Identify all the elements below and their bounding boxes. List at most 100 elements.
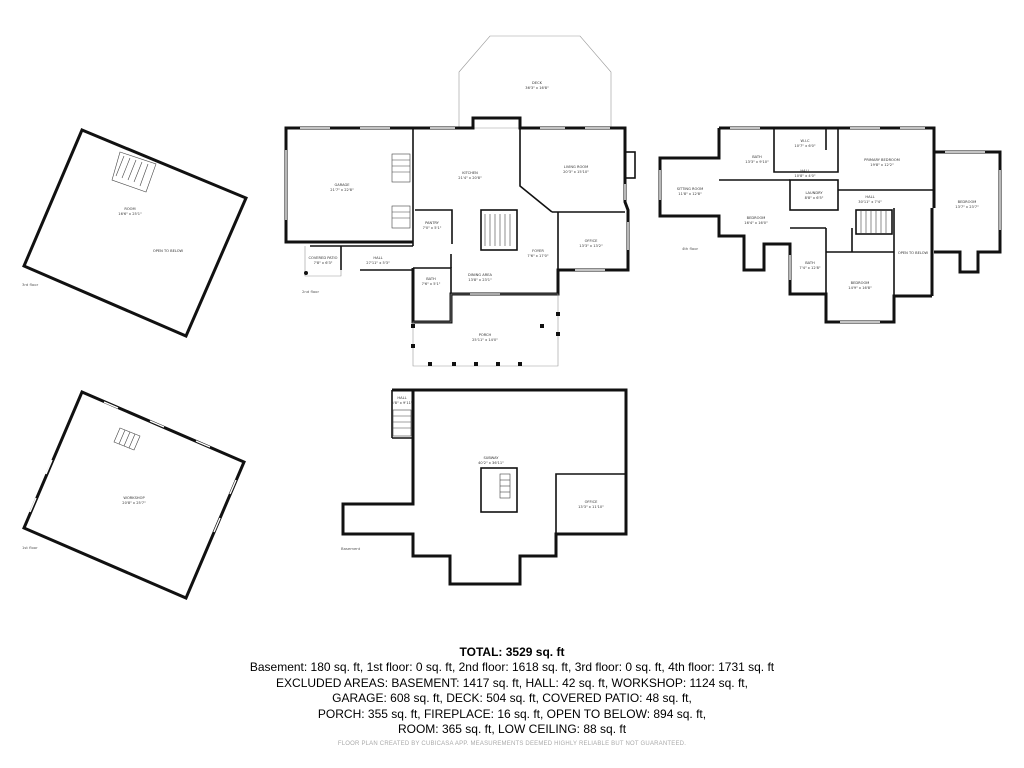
disclaimer-footer: FLOOR PLAN CREATED BY CUBICASA APP. MEAS… (337, 740, 687, 747)
floor-plan-diagram: ROOM 16'6" x 25'1" OPEN TO BELOW 3rd flo… (22, 35, 1002, 600)
third-floor-plan: ROOM 16'6" x 25'1" OPEN TO BELOW 3rd flo… (22, 128, 248, 338)
area-summary: TOTAL: 3529 sq. ft Basement: 180 sq. ft,… (0, 644, 1024, 747)
svg-text:13'8" x 23'1": 13'8" x 23'1" (468, 278, 492, 282)
svg-text:PANTRY: PANTRY (425, 221, 440, 225)
svg-text:10'7" x 6'0": 10'7" x 6'0" (794, 144, 815, 148)
svg-text:OFFICE: OFFICE (585, 239, 599, 243)
svg-text:21'7" x 22'8": 21'7" x 22'8" (330, 188, 354, 192)
svg-text:13'3" x 11'10": 13'3" x 11'10" (578, 505, 604, 509)
svg-text:16'4" x 16'0": 16'4" x 16'0" (744, 221, 768, 225)
room-label-porch: PORCH 25'11" x 14'0" (472, 333, 498, 342)
room-label-foyer: FOYER 7'6" x 17'0" (527, 249, 548, 258)
room-label-dining-area: DINING AREA 13'8" x 23'1" (468, 273, 492, 282)
room-label-laundry: LAUNDRY 8'8" x 6'5" (805, 191, 824, 200)
second-floor-plan: DECK 36'3" x 16'8" (284, 35, 636, 367)
svg-text:3'8" x 9'11": 3'8" x 9'11" (391, 401, 412, 405)
svg-text:DINING AREA: DINING AREA (468, 273, 492, 277)
svg-text:KITCHEN: KITCHEN (462, 171, 478, 175)
workshop-stairs (113, 427, 141, 451)
room-label-bath-2nd: BATH 7'6" x 5'1" (422, 277, 441, 286)
svg-text:13'3" x 9'10": 13'3" x 9'10" (745, 160, 769, 164)
room-label-covered-patio: COVERED PATIO 7'8" x 6'3" (309, 256, 338, 265)
svg-text:HALL: HALL (800, 169, 809, 173)
svg-text:16'6" x 25'1": 16'6" x 25'1" (118, 212, 142, 216)
svg-text:20'8" x 25'7": 20'8" x 25'7" (122, 501, 146, 505)
floor-label-4th: 4th floor (682, 246, 699, 251)
floor-label-1st: 1st floor (22, 545, 38, 550)
third-floor-stairs (111, 151, 157, 193)
room-label-living-room: LIVING ROOM 20'3" x 15'10" (563, 165, 589, 174)
svg-text:7'8" x 6'3": 7'8" x 6'3" (314, 261, 333, 265)
svg-text:HALL: HALL (397, 396, 406, 400)
summary-line-excluded-3: PORCH: 355 sq. ft, FIREPLACE: 16 sq. ft,… (317, 706, 707, 721)
fourth-floor-plan: BATH 13'3" x 9'10" W.I.C 10'7" x 6'0" HA… (658, 126, 1002, 324)
room-label-hall-2nd: HALL 27'11" x 5'3" (366, 256, 390, 265)
first-floor-plan: WORKSHOP 20'8" x 25'7" 1st floor (22, 390, 246, 600)
svg-text:13'3" x 13'2": 13'3" x 13'2" (579, 244, 603, 248)
svg-text:W.I.C: W.I.C (801, 139, 810, 143)
svg-text:BATH: BATH (805, 261, 815, 265)
svg-text:BATH: BATH (752, 155, 762, 159)
svg-text:BEDROOM: BEDROOM (851, 281, 870, 285)
room-label-kitchen: KITCHEN 21'4" x 20'8" (458, 171, 482, 180)
svg-text:LIVING ROOM: LIVING ROOM (564, 165, 588, 169)
room-label-hall-basement: HALL 3'8" x 9'11" (391, 396, 412, 405)
room-label-open-to-below-4th: OPEN TO BELOW (898, 251, 929, 255)
room-label-office-2nd: OFFICE 13'3" x 13'2" (579, 239, 603, 248)
summary-line-excluded-4: ROOM: 365 sq. ft, LOW CEILING: 88 sq. ft (397, 722, 627, 736)
svg-text:SITTING ROOM: SITTING ROOM (677, 187, 704, 191)
summary-line-excluded-1: EXCLUDED AREAS: BASEMENT: 1417 sq. ft, H… (276, 675, 748, 690)
room-label-bedroom-4th-c: BEDROOM 14'9" x 16'8" (848, 281, 872, 290)
svg-text:40'2" x 36'11": 40'2" x 36'11" (478, 461, 504, 465)
room-label-bath-4th-b: BATH 7'4" x 12'8" (799, 261, 820, 270)
total-area: TOTAL: 3529 sq. ft (459, 645, 565, 659)
svg-text:FOYER: FOYER (532, 249, 544, 253)
svg-text:HALL: HALL (865, 195, 874, 199)
room-label-bath-4th-a: BATH 13'3" x 9'10" (745, 155, 769, 164)
room-label-open-to-below-3rd: OPEN TO BELOW (153, 249, 184, 253)
room-label-primary-bedroom: PRIMARY BEDROOM 19'8" x 12'2" (864, 158, 900, 167)
floor-label-basement: Basement (341, 546, 361, 551)
room-label-subway: SUBWAY 40'2" x 36'11" (478, 456, 504, 465)
room-label-hall-4th-a: HALL 10'8" x 4'0" (794, 169, 815, 178)
room-label-wic: W.I.C 10'7" x 6'0" (794, 139, 815, 148)
svg-text:PORCH: PORCH (479, 333, 492, 337)
summary-line-floors: Basement: 180 sq. ft, 1st floor: 0 sq. f… (249, 660, 775, 674)
porch-outline (412, 293, 559, 367)
room-label-garage: GARAGE 21'7" x 22'8" (330, 183, 354, 192)
room-label-office-basement: OFFICE 13'3" x 11'10" (578, 500, 604, 509)
floor-label-3rd: 3rd floor (22, 282, 39, 287)
svg-text:27'11" x 5'3": 27'11" x 5'3" (366, 261, 390, 265)
svg-text:7'6" x 17'0": 7'6" x 17'0" (527, 254, 548, 258)
svg-text:ROOM: ROOM (124, 207, 135, 211)
floor-label-2nd: 2nd floor (302, 289, 319, 294)
room-label-deck: DECK 36'3" x 16'8" (525, 81, 549, 90)
svg-text:7'4" x 12'8": 7'4" x 12'8" (799, 266, 820, 270)
svg-text:BATH: BATH (426, 277, 436, 281)
svg-text:21'4" x 20'8": 21'4" x 20'8" (458, 176, 482, 180)
svg-text:GARAGE: GARAGE (334, 183, 350, 187)
svg-text:19'8" x 12'2": 19'8" x 12'2" (870, 163, 894, 167)
svg-text:BEDROOM: BEDROOM (747, 216, 766, 220)
svg-text:36'3" x 16'8": 36'3" x 16'8" (525, 86, 549, 90)
svg-text:14'9" x 16'8": 14'9" x 16'8" (848, 286, 872, 290)
svg-text:25'11" x 14'0": 25'11" x 14'0" (472, 338, 498, 342)
summary-line-excluded-2: GARAGE: 608 sq. ft, DECK: 504 sq. ft, CO… (332, 691, 692, 705)
room-label-room-3rd: ROOM 16'6" x 25'1" (118, 207, 142, 216)
svg-text:SUBWAY: SUBWAY (484, 456, 500, 460)
svg-text:DECK: DECK (532, 81, 543, 85)
basement-plan: HALL 3'8" x 9'11" SUBWAY 40'2" x 36'11" … (341, 388, 628, 586)
svg-text:10'8" x 4'0": 10'8" x 4'0" (794, 174, 815, 178)
svg-text:BEDROOM: BEDROOM (958, 200, 977, 204)
svg-text:30'11" x 7'4": 30'11" x 7'4" (858, 200, 882, 204)
svg-text:PRIMARY BEDROOM: PRIMARY BEDROOM (864, 158, 900, 162)
svg-text:WORKSHOP: WORKSHOP (123, 496, 145, 500)
room-label-sitting-room: SITTING ROOM 11'8" x 12'8" (677, 187, 704, 196)
room-label-pantry: PANTRY 7'0" x 5'1" (423, 221, 442, 230)
svg-text:11'8" x 12'8": 11'8" x 12'8" (678, 192, 702, 196)
svg-text:8'8" x 6'5": 8'8" x 6'5" (805, 196, 824, 200)
room-label-hall-4th-b: HALL 30'11" x 7'4" (858, 195, 882, 204)
svg-text:OFFICE: OFFICE (585, 500, 599, 504)
svg-text:LAUNDRY: LAUNDRY (805, 191, 823, 195)
svg-text:13'7" x 23'7": 13'7" x 23'7" (955, 205, 979, 209)
